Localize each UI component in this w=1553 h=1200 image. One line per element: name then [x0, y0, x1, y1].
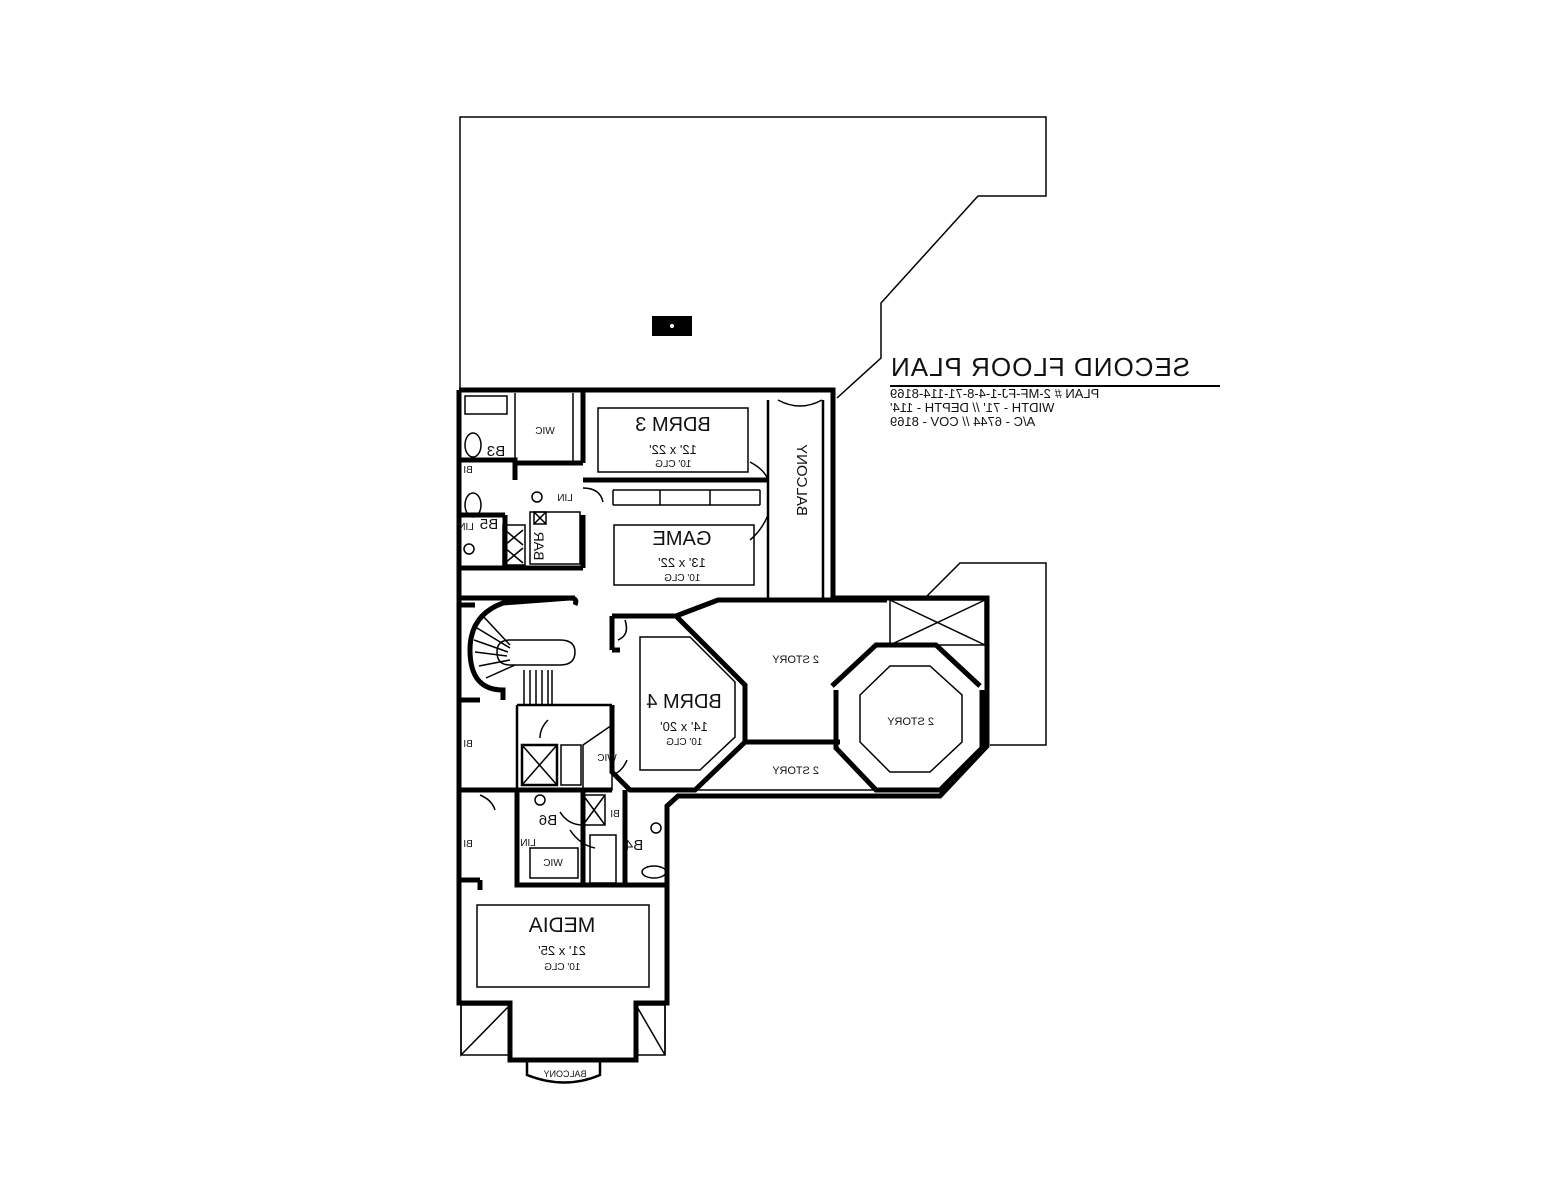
bi-label-1: BI — [463, 465, 472, 476]
two-story-label-b: 2 STORY — [887, 716, 934, 728]
bi-label-2: BI — [463, 739, 472, 750]
game-ceiling: 10' CLG — [664, 573, 701, 584]
game-name: GAME — [653, 528, 712, 550]
game-rug — [613, 524, 755, 586]
plan-area: A/C - 6744 // COV - 8169 — [890, 414, 1036, 429]
plan-title: SECOND FLOOR PLAN — [890, 352, 1220, 387]
balcony-side-label: BALCONY — [793, 444, 810, 516]
bdrm3-ceiling: 10' CLG — [655, 459, 692, 470]
exterior-wall — [456, 387, 990, 1063]
spiral-stair — [459, 595, 579, 700]
lin-left-label: LIN — [458, 522, 474, 533]
balcony-bottom-label: BALCONY — [543, 1069, 586, 1079]
wic-mid-label: WIC — [597, 753, 616, 764]
bdrm4-ceiling: 10' CLG — [666, 737, 703, 748]
bdrm3-rug — [597, 407, 749, 473]
bdrm3-name: BDRM 3 — [635, 414, 711, 436]
bdrm4-name: BDRM 4 — [646, 691, 722, 713]
media-ceiling: 10' CLG — [544, 962, 581, 973]
bi-label-4: BI — [610, 809, 619, 820]
lin-top-label: LIN — [557, 493, 573, 504]
b6-label: B6 — [539, 812, 557, 829]
media-name: MEDIA — [529, 914, 596, 937]
lin-low-label: LIN — [520, 838, 536, 849]
roof-outline — [459, 116, 1047, 399]
bdrm4-size: 14' x 20' — [660, 719, 708, 734]
two-story-label-c: 2 STORY — [772, 765, 819, 777]
bi-label-3: BI — [463, 839, 472, 850]
game-size: 13' x 22' — [658, 555, 706, 570]
lower-roof-outline — [924, 562, 1047, 746]
wic-top-label: WIC — [535, 426, 554, 437]
media-rug — [476, 904, 650, 988]
bdrm3-size: 12' x 22' — [649, 442, 697, 457]
b3-label: B3 — [487, 443, 505, 460]
title-block: SECOND FLOOR PLAN PLAN # 2-MF-FJ-1-4-8-7… — [890, 352, 1220, 429]
b5-label: B5 — [480, 516, 498, 533]
media-size: 21' x 25' — [538, 943, 586, 958]
plan-number: PLAN # 2-MF-FJ-1-4-8-71-114-8169 — [890, 386, 1100, 401]
room-labels: BDRM 3 12' x 22' 10' CLG GAME 13' x 22' … — [458, 414, 934, 1079]
plan-dimensions: WIDTH - 71' // DEPTH - 114' — [890, 400, 1055, 415]
two-story-label-a: 2 STORY — [772, 654, 819, 666]
bdrm4-wall — [609, 613, 748, 793]
b4-label: B4 — [625, 837, 643, 854]
bar-label: BAR — [531, 532, 547, 561]
wic-low-label: WIC — [543, 858, 562, 869]
bottom-balcony — [525, 1060, 602, 1084]
bdrm3-wall — [515, 390, 768, 483]
